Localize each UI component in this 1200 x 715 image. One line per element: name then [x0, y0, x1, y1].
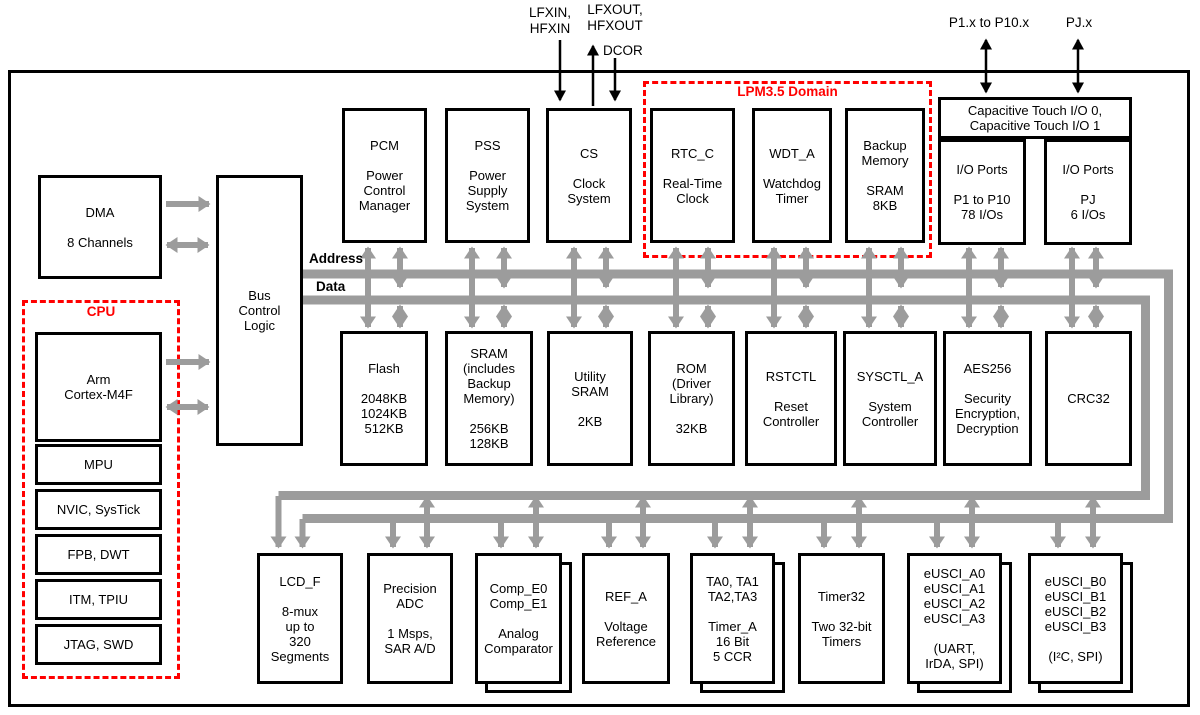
address-bus-label: Address: [309, 251, 364, 266]
block-aes256: AES256 Security Encryption, Decryption: [943, 331, 1032, 466]
block-wdt-a: WDT_A Watchdog Timer: [752, 108, 832, 243]
pin-arrows: [554, 38, 1084, 106]
block-sysctl-a: SYSCTL_A System Controller: [843, 331, 937, 466]
block-capacitive-touch-io: Capacitive Touch I/O 0, Capacitive Touch…: [938, 97, 1132, 139]
label-dcor: DCOR: [603, 43, 643, 58]
address-bus: [300, 269, 1173, 523]
block-nvic-systick: NVIC, SysTick: [35, 489, 162, 530]
block-arm-cortex-m4f: Arm Cortex-M4F: [35, 332, 162, 442]
block-bus-control-logic: Bus Control Logic: [216, 175, 303, 446]
block-itm-tpiu: ITM, TPIU: [35, 579, 162, 620]
block-eusci-a: eUSCI_A0 eUSCI_A1 eUSCI_A2 eUSCI_A3 (UAR…: [907, 553, 1002, 684]
matrix-arrows: [360, 246, 1104, 329]
master-arrows: [165, 196, 211, 415]
block-io-ports-pj: I/O Ports PJ 6 I/Os: [1044, 139, 1132, 245]
block-cs: CS Clock System: [546, 108, 632, 243]
label-p1x-p10x: P1.x to P10.x: [948, 15, 1030, 30]
block-timer-a: TA0, TA1 TA2,TA3 Timer_A 16 Bit 5 CCR: [690, 553, 775, 684]
data-bus: [278, 295, 1150, 500]
block-timer32: Timer32 Two 32-bit Timers: [798, 553, 885, 684]
block-pcm: PCM Power Control Manager: [342, 108, 427, 243]
block-jtag-swd: JTAG, SWD: [35, 624, 162, 665]
block-lcd-f: LCD_F 8-mux up to 320 Segments: [257, 553, 343, 684]
block-utility-sram: Utility SRAM 2KB: [547, 331, 633, 466]
data-bus-label: Data: [316, 279, 346, 294]
block-io-ports-p1-p10: I/O Ports P1 to P10 78 I/Os: [938, 139, 1026, 245]
block-mpu: MPU: [35, 444, 162, 485]
label-lfxin-hfxin: LFXIN, HFXIN: [528, 5, 571, 36]
lpm35-domain-outline: [643, 81, 932, 258]
label-pjx: PJ.x: [1065, 15, 1093, 30]
cpu-domain-label: CPU: [86, 304, 116, 319]
block-dma: DMA 8 Channels: [38, 175, 162, 279]
block-precision-adc: Precision ADC 1 Msps, SAR A/D: [367, 553, 453, 684]
peripheral-arrows: [270, 495, 1101, 549]
block-rom: ROM (Driver Library) 32KB: [648, 331, 735, 466]
cpu-domain-outline: [22, 300, 180, 679]
block-rstctl: RSTCTL Reset Controller: [745, 331, 837, 466]
block-backup-memory: Backup Memory SRAM 8KB: [845, 108, 925, 243]
block-crc32: CRC32: [1045, 331, 1132, 466]
block-ref-a: REF_A Voltage Reference: [582, 553, 670, 684]
block-eusci-b: eUSCI_B0 eUSCI_B1 eUSCI_B2 eUSCI_B3 (I²C…: [1028, 553, 1123, 684]
block-pss: PSS Power Supply System: [445, 108, 530, 243]
label-lfxout-hfxout: LFXOUT, HFXOUT: [587, 2, 643, 33]
block-comp-e0-e1: Comp_E0 Comp_E1 Analog Comparator: [475, 553, 562, 684]
block-rtc-c: RTC_C Real-Time Clock: [650, 108, 735, 243]
block-fpb-dwt: FPB, DWT: [35, 534, 162, 575]
block-flash: Flash 2048KB 1024KB 512KB: [340, 331, 428, 466]
lpm35-domain-label: LPM3.5 Domain: [737, 84, 838, 99]
block-sram: SRAM (includes Backup Memory) 256KB 128K…: [445, 331, 533, 466]
